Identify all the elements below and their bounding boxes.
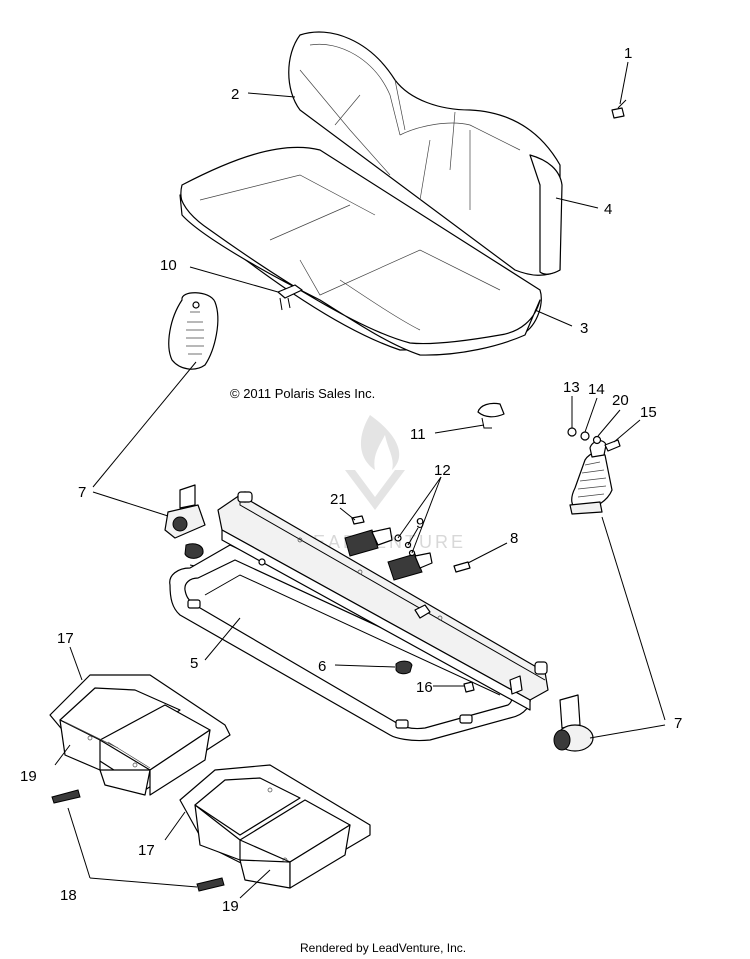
callout-14: 14 <box>588 381 605 398</box>
callout-6: 6 <box>318 658 326 675</box>
callout-8: 8 <box>510 530 518 547</box>
spring-right[interactable] <box>567 427 621 515</box>
callout-15: 15 <box>640 404 657 421</box>
small-hardware <box>258 515 475 693</box>
seat-lock-right[interactable] <box>553 694 594 752</box>
callout-10: 10 <box>160 257 177 274</box>
callout-2: 2 <box>231 86 239 103</box>
storage-bin-upper[interactable] <box>49 674 231 796</box>
callout-17-upper: 17 <box>57 630 74 647</box>
copyright-notice: © 2011 Polaris Sales Inc. <box>230 386 375 401</box>
callout-21: 21 <box>330 491 347 508</box>
screw-part-1[interactable] <box>611 99 627 119</box>
clip-part-10[interactable] <box>277 284 303 311</box>
callout-7-left: 7 <box>78 484 86 501</box>
callout-17-lower: 17 <box>138 842 155 859</box>
buckle-left[interactable] <box>344 527 393 557</box>
callout-19-upper: 19 <box>20 768 37 785</box>
footer-credit: Rendered by LeadVenture, Inc. <box>300 941 466 955</box>
buckle-right[interactable] <box>387 552 433 581</box>
callout-3: 3 <box>580 320 588 337</box>
callout-18: 18 <box>60 887 77 904</box>
callouts: 1 2 3 4 5 6 7 7 8 9 10 11 12 13 14 15 16… <box>20 45 682 915</box>
callout-12: 12 <box>434 462 451 479</box>
callout-9: 9 <box>416 515 424 532</box>
latch-part-11[interactable] <box>477 402 505 429</box>
callout-7-right: 7 <box>674 715 682 732</box>
callout-5: 5 <box>190 655 198 672</box>
callout-11: 11 <box>410 426 426 443</box>
seat-frame[interactable] <box>169 544 531 742</box>
leader-lines <box>54 61 666 899</box>
strip-part-18-b[interactable] <box>196 877 225 892</box>
seat-lock-left[interactable] <box>164 484 206 569</box>
callout-19-lower: 19 <box>222 898 239 915</box>
storage-bin-lower[interactable] <box>179 764 371 889</box>
seat-cushion[interactable] <box>179 146 542 356</box>
mounting-bar[interactable] <box>217 491 549 711</box>
callout-1: 1 <box>624 45 632 62</box>
seat-back[interactable] <box>288 31 563 276</box>
spring-left[interactable] <box>168 292 219 370</box>
strip-part-18-a[interactable] <box>51 789 81 804</box>
callout-13: 13 <box>563 379 580 396</box>
callout-16: 16 <box>416 679 433 696</box>
callout-4: 4 <box>604 201 612 218</box>
callout-20: 20 <box>612 392 629 409</box>
bumper-part-6[interactable] <box>395 660 413 675</box>
